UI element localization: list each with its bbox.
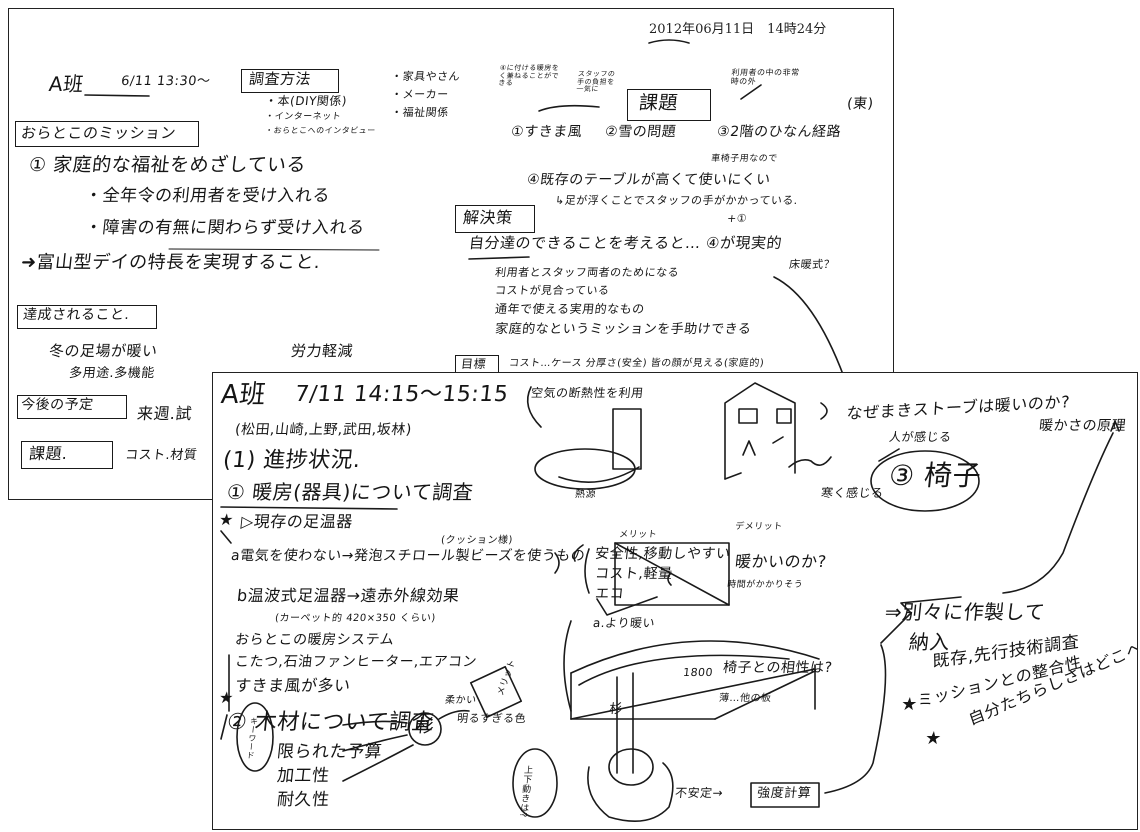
- mission-line: ・全年令の利用者を受け入れる: [83, 186, 332, 206]
- source-item: ・福祉関係: [390, 106, 450, 119]
- achieve-item: 労力軽減: [290, 342, 354, 360]
- meeting-date-time: 7/11 14:15〜15:15: [293, 382, 510, 407]
- solution-title-box: [455, 205, 535, 233]
- problem-note: ④に付ける暖房をく兼ねることができる: [497, 64, 560, 88]
- future-text: 来週.試: [136, 404, 194, 423]
- star-mark: ★: [923, 728, 943, 749]
- merit-item: 安全性,移動しやすい: [594, 546, 732, 562]
- timestamp: 2012年06月11日 14時24分: [649, 22, 827, 37]
- method-item: ・インターネット: [264, 112, 342, 122]
- problems-title-box: [627, 89, 711, 121]
- bench-dimension: 1800: [682, 666, 714, 679]
- unstable-note: 不安定→: [674, 786, 724, 800]
- problem-item: ③2階のひなん経路: [716, 124, 842, 140]
- solution-note: 床暖式？: [788, 258, 836, 271]
- problems-title: 課題: [637, 92, 680, 114]
- heater-a: a電気を使わない→発泡スチロール製ビーズを使うもの: [230, 548, 587, 564]
- goal-text: コスト…ケース 分厚さ(安全) 皆の顔が見える(家庭的): [508, 358, 765, 369]
- problem-plus: +①: [726, 212, 748, 225]
- achieve-title: 達成されること.: [22, 307, 131, 323]
- star-mark: ★: [218, 688, 235, 707]
- issue-title: 課題.: [28, 444, 69, 463]
- achieve-item: 冬の足場が暖い: [48, 342, 159, 360]
- solution-item: コストが見合っている: [494, 284, 611, 297]
- wood-bright: 明るすぎる色: [456, 712, 527, 725]
- problem-item: ④既存のテーブルが高くて使いにくい: [526, 172, 772, 188]
- achieve-item: 多用途.多機能: [68, 366, 156, 381]
- system-item: こたつ,石油ファンヒーター,エアコン: [234, 654, 478, 670]
- method-title: 調査方法: [248, 70, 312, 88]
- mission-title-box: [15, 121, 199, 147]
- demerit-label: デメリット: [734, 522, 784, 532]
- method-title-box: [241, 69, 339, 93]
- problem-item: ②雪の問題: [604, 124, 677, 140]
- merit-label: メリット: [618, 530, 658, 540]
- merit-item: エコ: [594, 586, 625, 602]
- future-title-box: [17, 395, 127, 419]
- demerit-item: 暖かいのか?: [734, 552, 828, 571]
- wood-factor: 限られた予算: [275, 742, 384, 762]
- problem-note: 利用者の中の非常時の外: [730, 68, 801, 86]
- heat-source: 熱源: [574, 489, 597, 500]
- solution-title: 解決策: [462, 208, 514, 227]
- goal-label: 目標: [460, 357, 487, 371]
- issue-text: コスト.材質: [124, 448, 198, 463]
- sheet1-ink-lines: [84, 39, 845, 378]
- problem-note: スタッフの手の負担を一気に: [575, 70, 616, 94]
- solution-line: 自分達のできることを考えると… ④が現実的: [468, 234, 783, 252]
- future-title: 今後の予定: [20, 397, 95, 413]
- section-progress: (1) 進捗状況.: [221, 448, 363, 473]
- problem-note: ↳足が浮くことでスタッフの手がかかっている.: [554, 194, 799, 207]
- strength-calc: 強度計算: [756, 786, 812, 801]
- problem-item: ①すきま風: [510, 124, 583, 140]
- warmer-note: a.より暖い: [592, 616, 656, 630]
- bench-cedar: 杉: [608, 702, 624, 717]
- next-step: ⇒別々に作製して: [883, 600, 1047, 624]
- achieve-title-box: [17, 305, 157, 329]
- team-title: A班: [47, 72, 85, 96]
- source-item: ・家具やさん: [390, 70, 461, 83]
- mission-line: ・障害の有無に関わらず受け入れる: [83, 218, 366, 238]
- merit-item: コスト,軽量: [594, 566, 674, 582]
- heater-b: b温波式足温器→遠赤外線効果: [236, 586, 461, 605]
- star-mark: ★: [899, 694, 919, 715]
- solution-item: 家庭的なというミッションを手助けできる: [494, 322, 753, 337]
- bench-thin-note: 薄…他の板: [718, 693, 773, 704]
- team-title: A班: [219, 380, 268, 410]
- system-title: おらとこの暖房システム: [234, 632, 396, 648]
- method-item: ・本(DIY関係): [264, 94, 348, 108]
- solution-item: 通年で使える実用的なもの: [494, 302, 646, 316]
- star-mark: ★: [218, 510, 235, 529]
- warmth-principle: 暖かさの原理: [1038, 418, 1127, 434]
- air-note: 空気の断熱性を利用: [530, 386, 645, 400]
- cold-note: 寒く感じる: [820, 486, 885, 500]
- demerit-item: 時間がかかりそう: [726, 580, 804, 590]
- heater-title: ▷現存の足温器: [240, 512, 354, 531]
- mission-title: おらとこのミッション: [20, 124, 177, 142]
- members: (松田,山崎,上野,武田,坂林): [234, 422, 413, 438]
- chair-label: ③ 椅子: [887, 459, 983, 492]
- sub-heating: ① 暖房(器具)について調査: [225, 480, 475, 504]
- wood-factor: 加工性: [275, 766, 331, 786]
- source-item: ・メーカー: [390, 88, 450, 101]
- issue-title-box: [21, 441, 113, 469]
- bench-question: 椅子との相性は?: [722, 660, 834, 676]
- mission-line: ① 家庭的な福祉をめざしている: [27, 154, 308, 176]
- wood-soft: 柔かい: [444, 695, 478, 706]
- method-item: ・おらとこへのインタビュー: [264, 126, 377, 135]
- sheet2-ink-drawings: [220, 382, 1120, 823]
- notes-sheet-2: A班 7/11 14:15〜15:15 (松田,山崎,上野,武田,坂林) (1)…: [212, 372, 1138, 830]
- system-item: すきま風が多い: [234, 676, 352, 695]
- meeting-date-time: 6/11 13:30〜: [120, 74, 212, 89]
- solution-item: 利用者とスタッフ両者のためになる: [494, 266, 680, 279]
- wood-cedar: 杉: [414, 716, 436, 737]
- wood-factor: 耐久性: [275, 790, 331, 810]
- feel-note: 人が感じる: [888, 430, 953, 444]
- mission-line: ➜富山型デイの特長を実現すること.: [19, 252, 322, 273]
- carpet-note: (カーペット的 420×350 くらい): [274, 613, 437, 624]
- problem-east: (東): [846, 96, 875, 112]
- problem-note: 車椅子用なので: [710, 154, 779, 164]
- cushion-note: (クッション様): [440, 535, 514, 546]
